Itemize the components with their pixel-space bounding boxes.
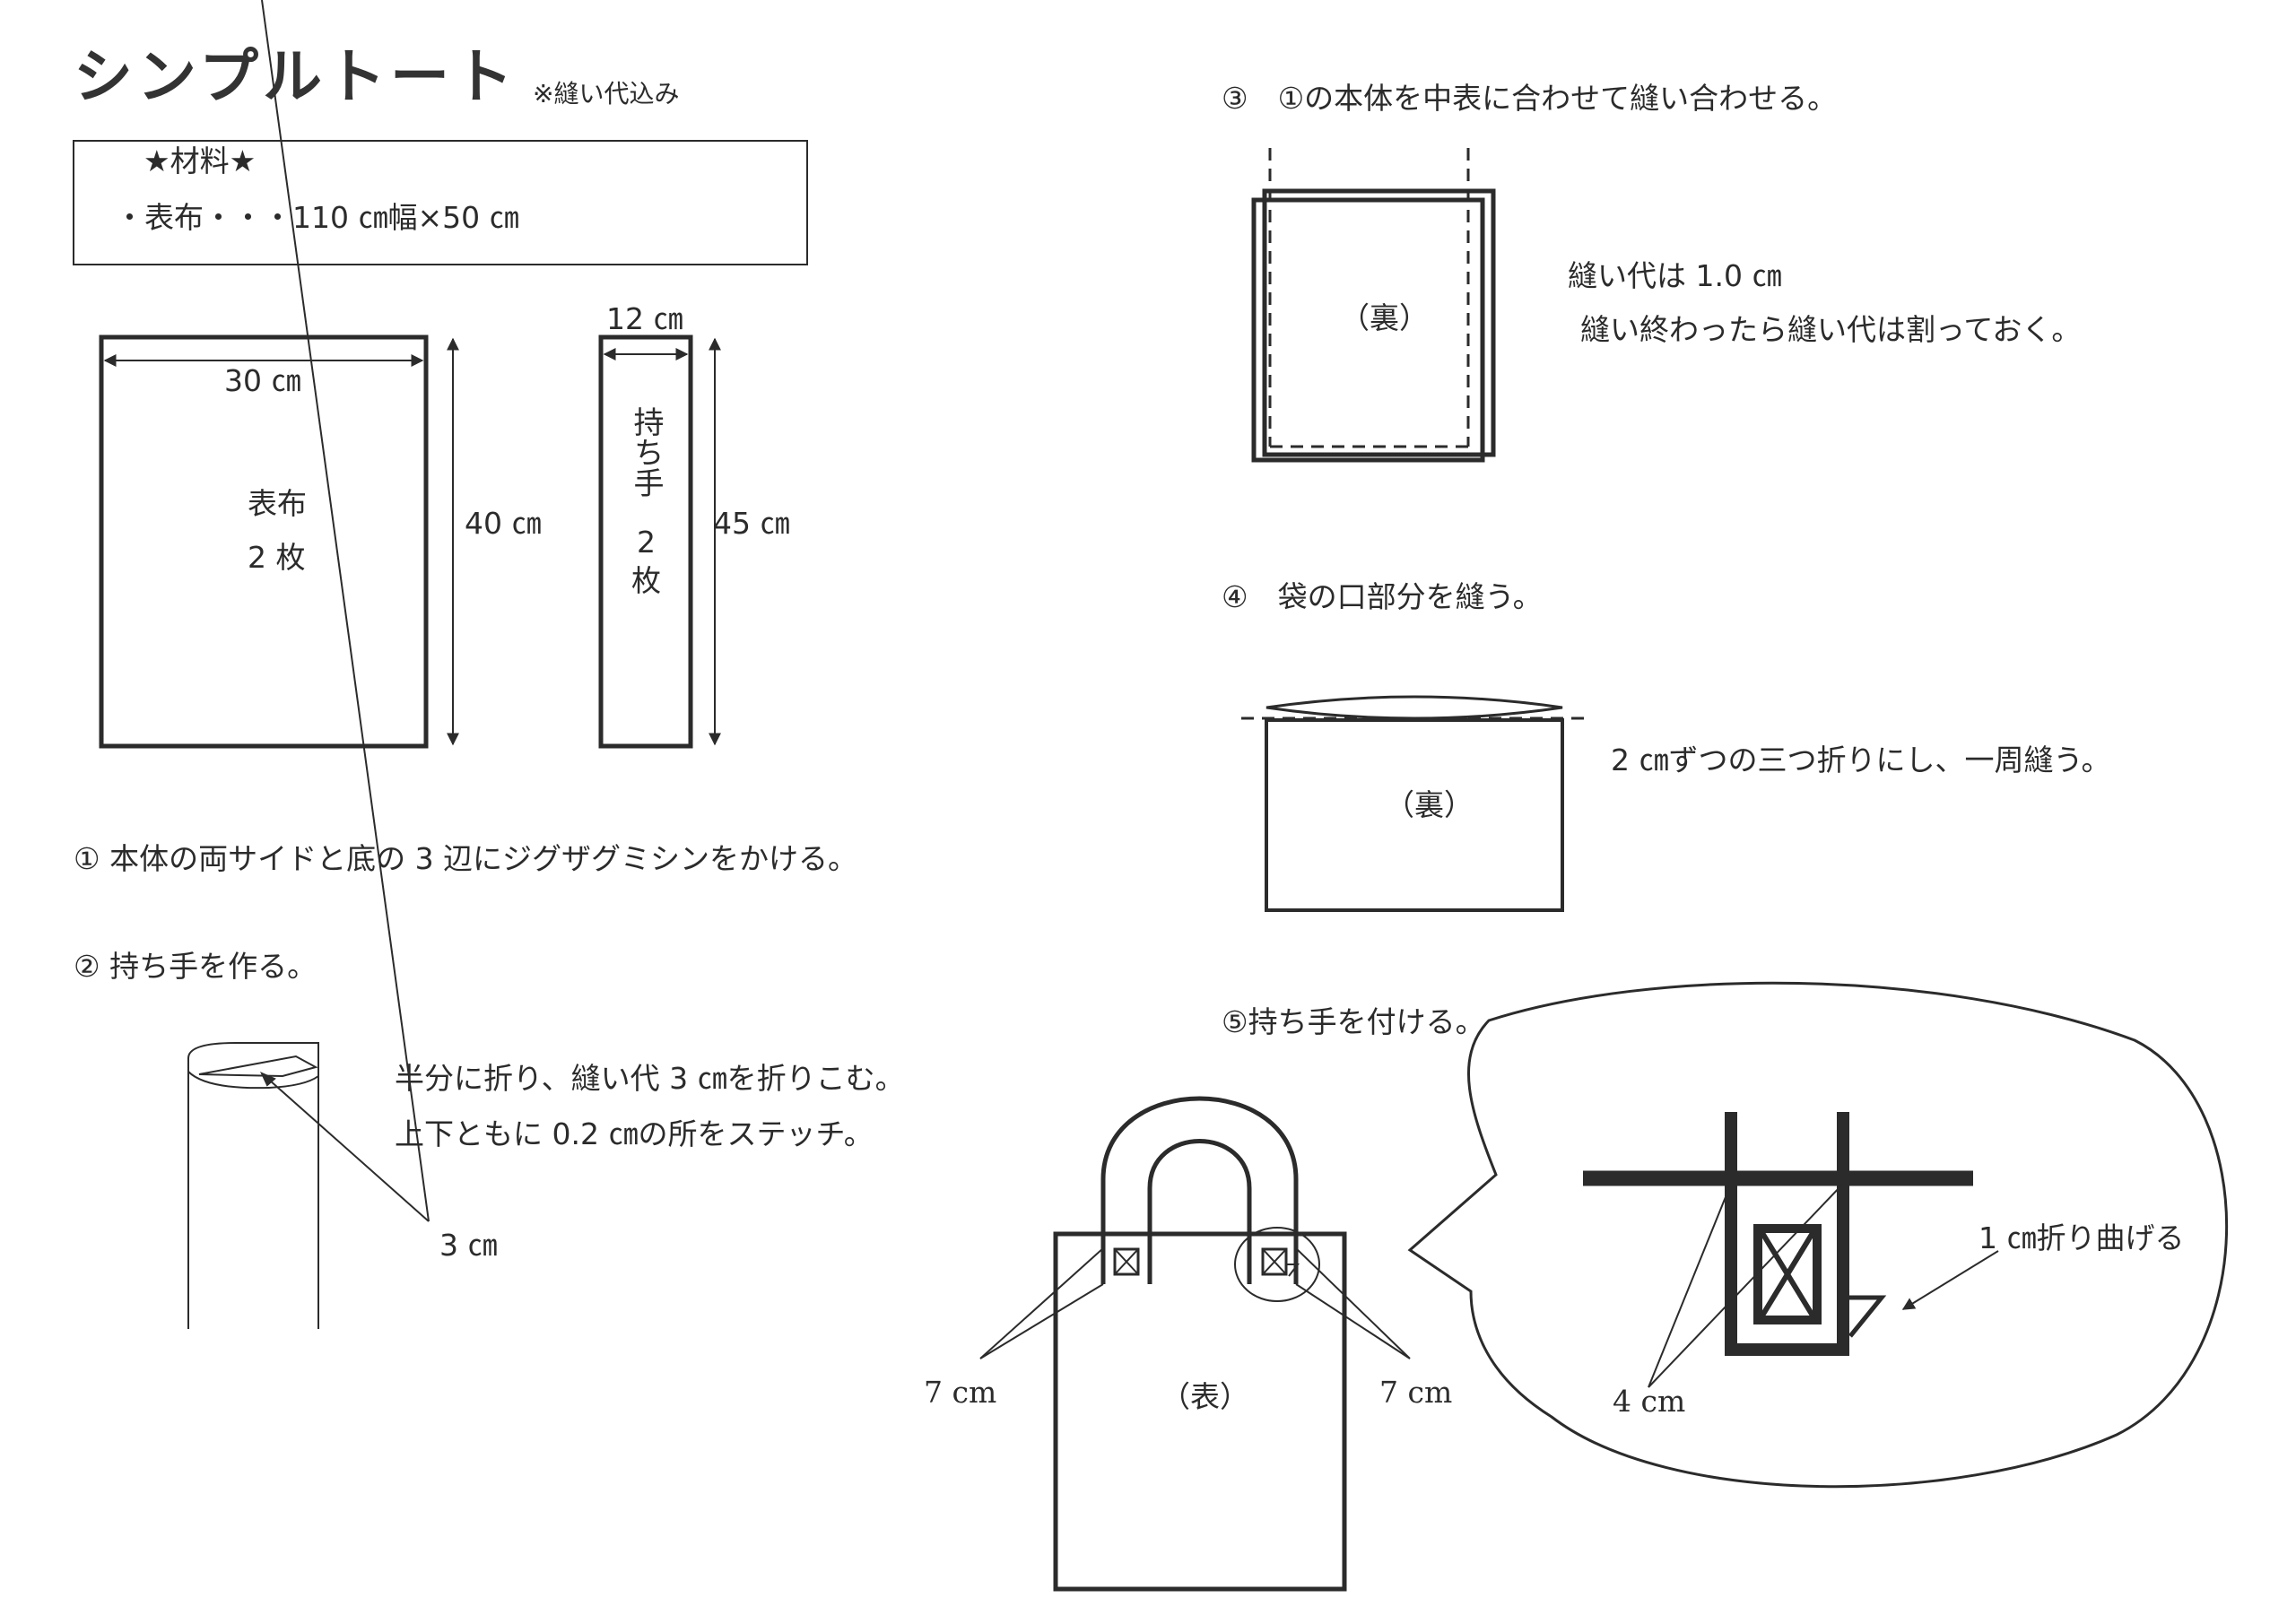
step-5-text: ⑤持ち手を付ける。 xyxy=(1222,1004,1485,1039)
body-fabric-label: 表布 xyxy=(248,486,307,521)
materials-box xyxy=(73,140,808,265)
handle-piece-label: 持ち手 xyxy=(628,406,664,498)
step-1-text: ① 本体の両サイドと底の 3 辺にジグザグミシンをかける。 xyxy=(74,841,858,876)
handle-fold-drawing xyxy=(187,0,430,1329)
step-5-label: （表） xyxy=(1161,1379,1249,1414)
step-4-note: 2 ㎝ずつの三つ折りにし、一周縫う。 xyxy=(1611,743,2111,777)
step-2-text: ② 持ち手を作る。 xyxy=(74,949,317,984)
step-4-label: （裏） xyxy=(1385,787,1474,822)
step-2-dim: 3 ㎝ xyxy=(439,1228,498,1263)
handle-count-unit: 枚 xyxy=(631,563,661,598)
step-3-label: （裏） xyxy=(1340,300,1429,335)
title-note: ※縫い代込み xyxy=(533,79,680,109)
step-4-text: ④ 袋の口部分を縫う。 xyxy=(1222,579,1543,614)
step-5-left-dim: 7 cm xyxy=(924,1375,997,1410)
step-2-note-1: 半分に折り、縫い代 3 ㎝を折りこむ。 xyxy=(395,1061,905,1096)
handle-width-label: 12 ㎝ xyxy=(606,301,683,336)
page-title: シンプルトート xyxy=(74,42,518,111)
step-5-right-dim: 7 cm xyxy=(1379,1375,1453,1410)
body-height-label: 40 ㎝ xyxy=(465,506,542,541)
body-count-label: 2 枚 xyxy=(248,540,306,575)
handle-pattern-piece xyxy=(598,334,721,749)
step-3-text: ③ ①の本体を中表に合わせて縫い合わせる。 xyxy=(1222,81,1838,116)
handle-count-number: 2 xyxy=(637,525,656,560)
detail-bubble xyxy=(1407,981,2228,1489)
finished-tote-drawing xyxy=(979,1096,1411,1592)
step-5-fold-note: 1 ㎝折り曲げる xyxy=(1979,1220,2185,1255)
step-3-note-2: 縫い終わったら縫い代は割っておく。 xyxy=(1580,312,2082,347)
step-5-handle-dim: 4 cm xyxy=(1613,1384,1686,1419)
body-width-label: 30 ㎝ xyxy=(224,363,301,398)
step-3-note-1: 縫い代は 1.0 ㎝ xyxy=(1568,258,1782,293)
body-pattern-piece xyxy=(99,334,459,749)
handle-height-label: 45 ㎝ xyxy=(713,506,790,541)
materials-item: ・表布・・・110 ㎝幅×50 ㎝ xyxy=(115,200,519,235)
sewn-body-drawing xyxy=(1251,148,1496,463)
step-2-note-2: 上下ともに 0.2 ㎝の所をステッチ。 xyxy=(395,1116,874,1151)
bag-opening-drawing xyxy=(1241,695,1587,912)
materials-heading: ★材料★ xyxy=(144,143,257,178)
